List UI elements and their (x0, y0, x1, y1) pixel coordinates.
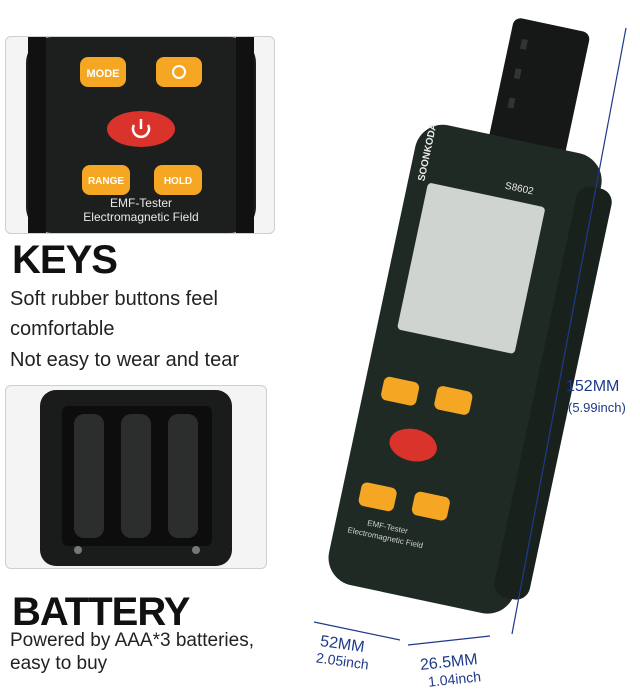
hold-key (154, 165, 202, 195)
mode-key (80, 57, 126, 87)
keys-description-line2: comfortable (10, 318, 115, 340)
keys-caption-line2: Electromagnetic Field (83, 210, 198, 224)
keys-closeup-graphic: MODE RANGE HOLD EMF-Tester Electromagnet… (26, 37, 256, 233)
device-caption-line1: EMF-Tester (366, 518, 409, 535)
device-power-button (389, 428, 437, 462)
power-icon (131, 124, 151, 139)
battery-compartment-graphic (40, 390, 232, 566)
battery-compartment-image (5, 385, 267, 569)
battery-heading: BATTERY (12, 590, 190, 634)
height-dimension-inch: (5.99inch) (568, 400, 626, 415)
device-body (328, 124, 602, 614)
range-key-label: RANGE (88, 176, 124, 187)
keys-description-line3: Not easy to wear and tear (10, 349, 240, 371)
height-dimension-line (511, 27, 627, 635)
device-brand: SOONKODA (416, 122, 439, 182)
device-screen (397, 183, 545, 354)
depth-dimension-line (407, 635, 491, 646)
device-model: S8602 (504, 181, 535, 198)
sun-icon (172, 65, 186, 79)
device-probe (488, 18, 590, 159)
battery-cell-1 (74, 414, 104, 538)
mode-key-label: MODE (87, 68, 120, 80)
device-caption-line2: Electromagnetic Field (347, 525, 424, 550)
keys-heading: KEYS (12, 238, 118, 282)
height-dimension-mm: 152MM (566, 378, 620, 395)
backlight-key (156, 57, 202, 87)
screw-icon (192, 546, 200, 554)
range-key (82, 165, 130, 195)
keys-description-line1: Soft rubber buttons feel (10, 288, 218, 310)
battery-cell-2 (121, 414, 151, 538)
keys-caption-line1: EMF-Tester (110, 196, 172, 210)
battery-description-line1: Powered by AAA*3 batteries, (10, 630, 254, 651)
battery-description-line2: easy to buy (10, 653, 108, 674)
battery-cell-3 (168, 414, 198, 538)
keys-closeup-image: MODE RANGE HOLD EMF-Tester Electromagnet… (5, 36, 275, 234)
hold-key-label: HOLD (164, 176, 192, 187)
screw-icon (74, 546, 82, 554)
